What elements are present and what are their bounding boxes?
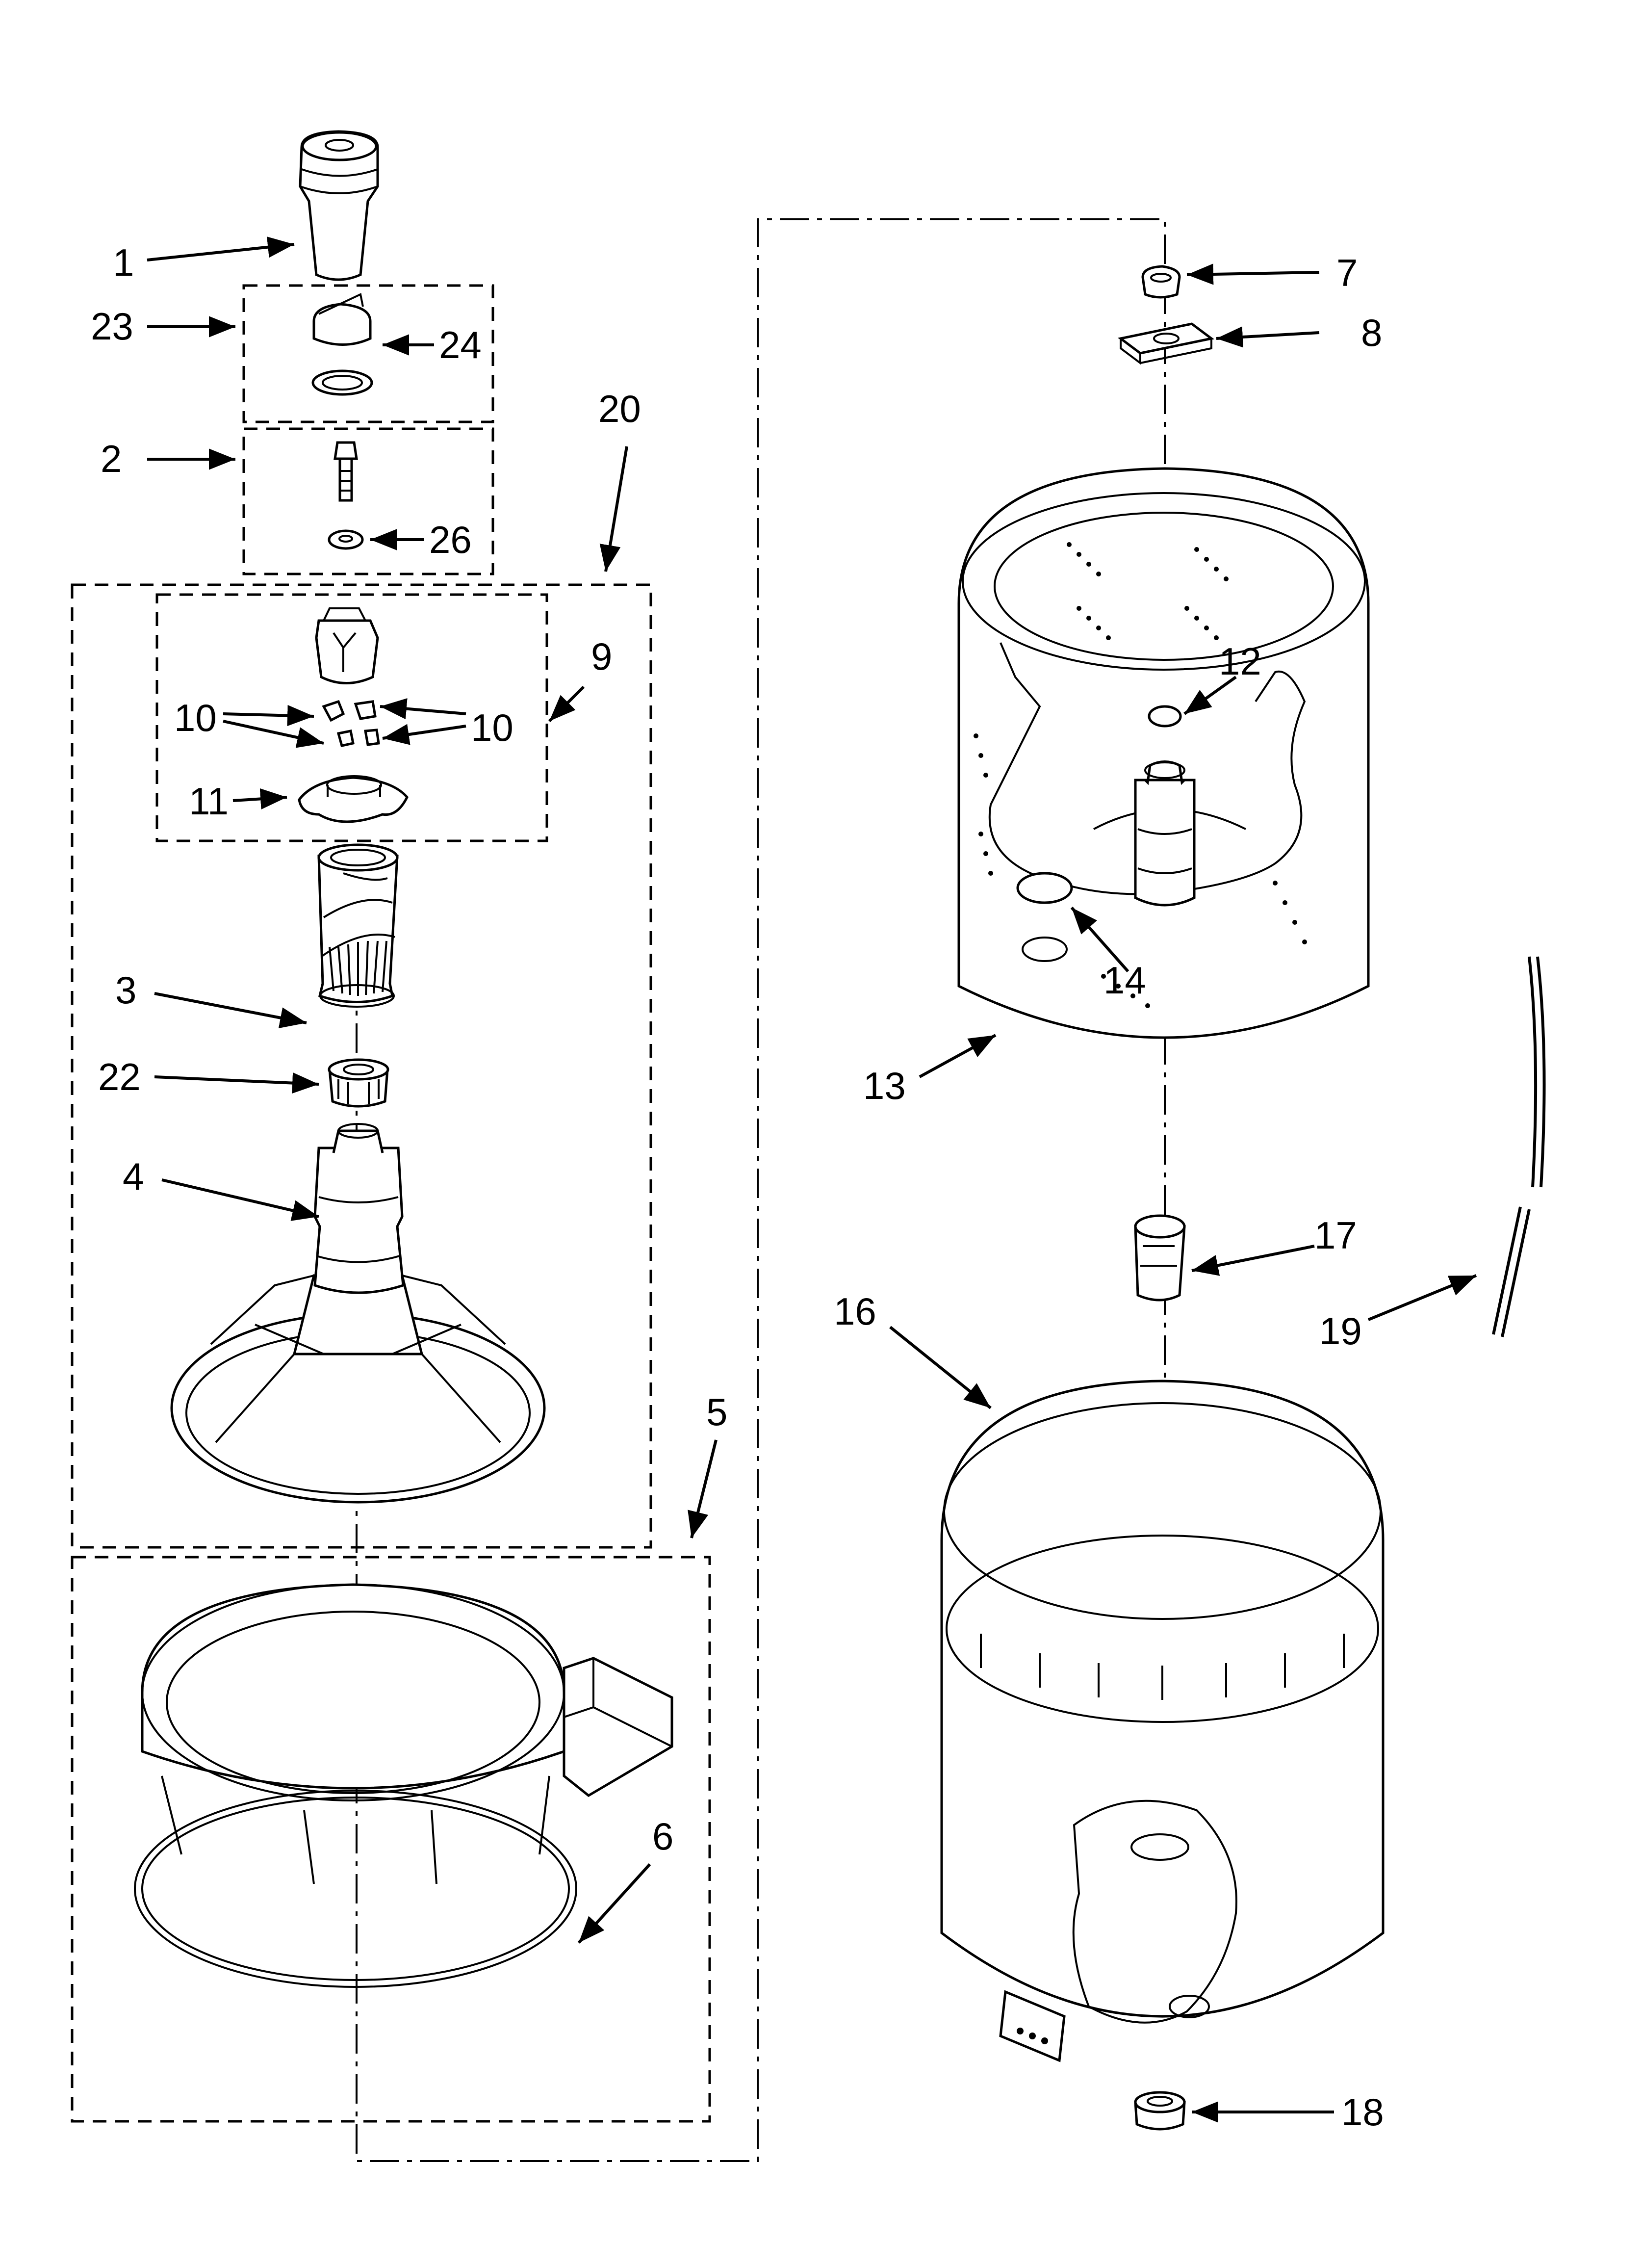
part-9-ratchet-top — [315, 607, 379, 684]
callout-19: 19 — [1319, 1309, 1362, 1353]
callout-10-right: 10 — [471, 706, 513, 749]
part-13-basket — [957, 467, 1370, 1039]
part-18-seal — [1134, 2091, 1186, 2131]
callout-24: 24 — [439, 323, 482, 366]
callout-13: 13 — [863, 1064, 906, 1107]
callout-2: 2 — [101, 437, 122, 480]
part-10-dogs — [322, 700, 380, 747]
callout-20: 20 — [598, 387, 641, 430]
part-19-hose — [1492, 956, 1546, 1337]
callout-18: 18 — [1341, 2090, 1384, 2134]
part-17-hub — [1134, 1214, 1186, 1302]
callout-7: 7 — [1336, 251, 1358, 294]
part-14-plug — [1016, 872, 1073, 904]
callout-5: 5 — [706, 1390, 727, 1434]
part-11-dog-cam — [298, 775, 409, 823]
callout-14: 14 — [1103, 959, 1146, 1002]
part-22-bearing — [328, 1058, 389, 1108]
callout-4: 4 — [123, 1155, 144, 1198]
part-4-agitator-base — [170, 1123, 546, 1504]
callout-8: 8 — [1361, 311, 1382, 354]
callout-23: 23 — [91, 305, 133, 348]
callout-6: 6 — [652, 1815, 673, 1858]
callout-16: 16 — [834, 1290, 876, 1333]
callout-12: 12 — [1219, 640, 1261, 683]
part-6-tub-ring — [134, 1583, 673, 1988]
part-8-plate — [1118, 322, 1214, 365]
callout-9: 9 — [591, 635, 612, 678]
callout-22: 22 — [98, 1055, 141, 1098]
part-12-nut — [1148, 705, 1182, 728]
callout-17: 17 — [1314, 1214, 1357, 1257]
part-26-washer — [328, 529, 364, 550]
part-24-o-ring — [311, 369, 373, 396]
callout-3: 3 — [115, 968, 136, 1012]
part-23-cam — [312, 293, 372, 346]
part-3-auger — [317, 843, 399, 1008]
group-box-23 — [242, 284, 494, 423]
part-2-bolt — [334, 441, 358, 502]
callout-11: 11 — [189, 780, 229, 823]
callout-10-left: 10 — [174, 696, 217, 739]
part-16-outer-tub — [940, 1380, 1385, 2062]
part-7-clip — [1141, 265, 1181, 299]
callout-26: 26 — [429, 518, 472, 561]
group-box-2 — [242, 427, 494, 575]
group-box-20 — [71, 583, 652, 1549]
part-1-agitator-cap — [299, 130, 379, 281]
callout-1: 1 — [113, 241, 134, 284]
leader-lines — [147, 236, 1477, 2123]
group-box-5 — [71, 1556, 711, 2123]
